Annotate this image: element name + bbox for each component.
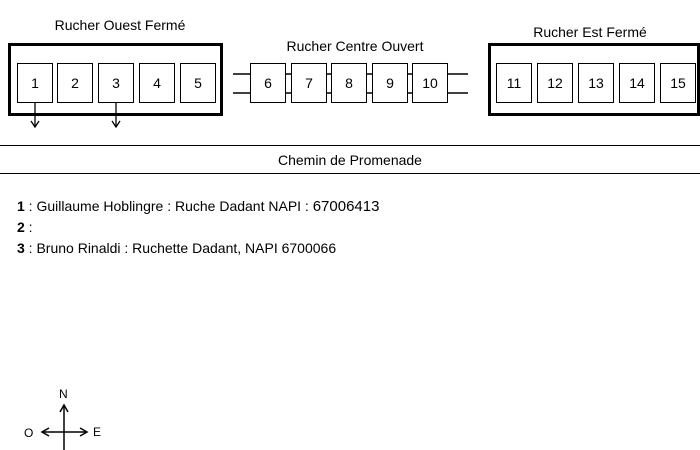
compass-east-label: E [93, 425, 102, 439]
hive-3-arrow [111, 103, 121, 129]
hive-box: 11 [496, 63, 532, 103]
west-apiary-title: Rucher Ouest Fermé [54, 17, 186, 33]
legend-value: 67006413 [312, 198, 380, 215]
hive-box: 5 [180, 63, 216, 103]
hive-box: 1 [17, 63, 53, 103]
legend-number: 1 [17, 198, 25, 214]
center-apiary-title: Rucher Centre Ouvert [286, 38, 424, 54]
legend-entry: 3 : Bruno Rinaldi : Ruchette Dadant, NAP… [17, 240, 336, 256]
legend-text: : [24, 219, 33, 235]
compass-arrows [40, 403, 89, 450]
legend-text: : Bruno Rinaldi : Ruchette Dadant, NAPI … [24, 240, 337, 256]
path-label: Chemin de Promenade [278, 152, 422, 168]
hive-box: 9 [372, 63, 408, 103]
legend-number: 3 [17, 240, 25, 256]
hive-box: 10 [412, 63, 448, 103]
hive-box: 14 [619, 63, 655, 103]
hive-box: 6 [250, 63, 286, 103]
path-top-line [0, 145, 700, 146]
hive-box: 4 [139, 63, 175, 103]
compass-north-label: N [59, 387, 68, 401]
legend-entry: 1 : Guillaume Hoblingre : Ruche Dadant N… [17, 198, 379, 215]
east-apiary-frame [488, 43, 700, 116]
legend-text: : Guillaume Hoblingre : Ruche Dadant NAP… [24, 198, 313, 214]
hive-box: 15 [660, 63, 696, 103]
compass-west-label: O [24, 426, 34, 440]
legend-entry: 2 : [17, 219, 33, 235]
path-bottom-line [0, 173, 700, 174]
hive-box: 8 [331, 63, 367, 103]
hive-box: 3 [98, 63, 134, 103]
legend-number: 2 [17, 219, 25, 235]
hive-box: 12 [537, 63, 573, 103]
east-apiary-title: Rucher Est Fermé [533, 24, 647, 40]
hive-box: 13 [578, 63, 614, 103]
hive-box: 2 [57, 63, 93, 103]
hive-1-arrow [30, 103, 40, 129]
hive-box: 7 [291, 63, 327, 103]
